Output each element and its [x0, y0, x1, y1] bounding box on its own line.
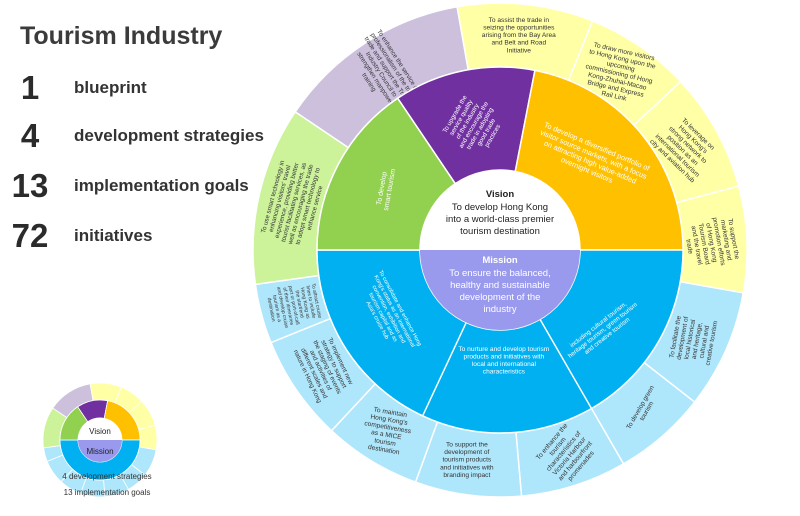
mission-text: To ensure the balanced,	[449, 268, 550, 279]
stat-label: blueprint	[74, 78, 147, 97]
strategy-label-line: local and international	[472, 361, 537, 368]
vision-text: into a world-class premier	[446, 214, 554, 225]
mission-text: development of the	[460, 292, 541, 303]
vision-text: tourism destination	[460, 226, 540, 237]
strategy-label-line: products and initiatives with	[464, 353, 545, 360]
legend-mission-disc	[78, 440, 122, 462]
goal-label-line: tourism as a	[271, 295, 282, 323]
strategy-label-line: To nurture and develop tourism	[458, 346, 549, 353]
legend-goal-segment	[138, 424, 158, 451]
goal-label-line: tourism products	[442, 457, 491, 464]
stat-number: 72	[11, 217, 49, 254]
goal-label-line: To support the	[446, 442, 488, 449]
mission-heading: Mission	[482, 255, 518, 266]
stat-number: 1	[20, 69, 40, 106]
goal-label-line: To assist the trade in	[489, 17, 550, 24]
goal-label-line: arising from the Bay Area	[482, 32, 556, 39]
goal-label-line: destination	[266, 297, 277, 322]
mission-text: industry	[483, 304, 517, 315]
mission-text: healthy and sustainable	[450, 280, 550, 291]
legend-mission-label: Mission	[86, 447, 113, 456]
goal-label-line: the start/end	[294, 290, 305, 319]
strategy-divider	[421, 322, 467, 417]
strategy-divider	[539, 318, 593, 409]
goal-label-line: development of	[444, 449, 489, 456]
stat-label: development strategies	[74, 126, 264, 145]
vision-disc	[420, 170, 580, 250]
stat-label: initiatives	[74, 226, 153, 245]
legend-vision-label: Vision	[89, 427, 111, 436]
mission-disc	[420, 250, 580, 330]
legend-strategy-segment	[59, 439, 141, 481]
goal-label-line: and initiatives with	[440, 464, 494, 471]
strategy-label-line: characteristics	[483, 369, 526, 376]
legend-vision-disc	[78, 418, 122, 440]
goal-label-line: seizing the opportunities	[483, 25, 555, 32]
stat-label: implementation goals	[74, 176, 249, 195]
legend-goals-label: 13 implementation goals	[63, 488, 151, 497]
goal-label-line: trade	[684, 239, 694, 255]
page-title: Tourism Industry	[20, 22, 223, 50]
vision-text: To develop Hong Kong	[452, 202, 548, 213]
goal-label-line: tourism	[374, 437, 397, 448]
vision-heading: Vision	[486, 189, 515, 200]
stat-number: 4	[20, 117, 40, 154]
goal-label-line: branding impact	[443, 472, 490, 479]
legend-strategies-label: 4 development strategies	[62, 472, 152, 481]
goal-label-line: Initiative	[507, 47, 532, 54]
stat-number: 13	[11, 167, 49, 204]
goal-label-line: and Belt and Road	[492, 40, 547, 47]
